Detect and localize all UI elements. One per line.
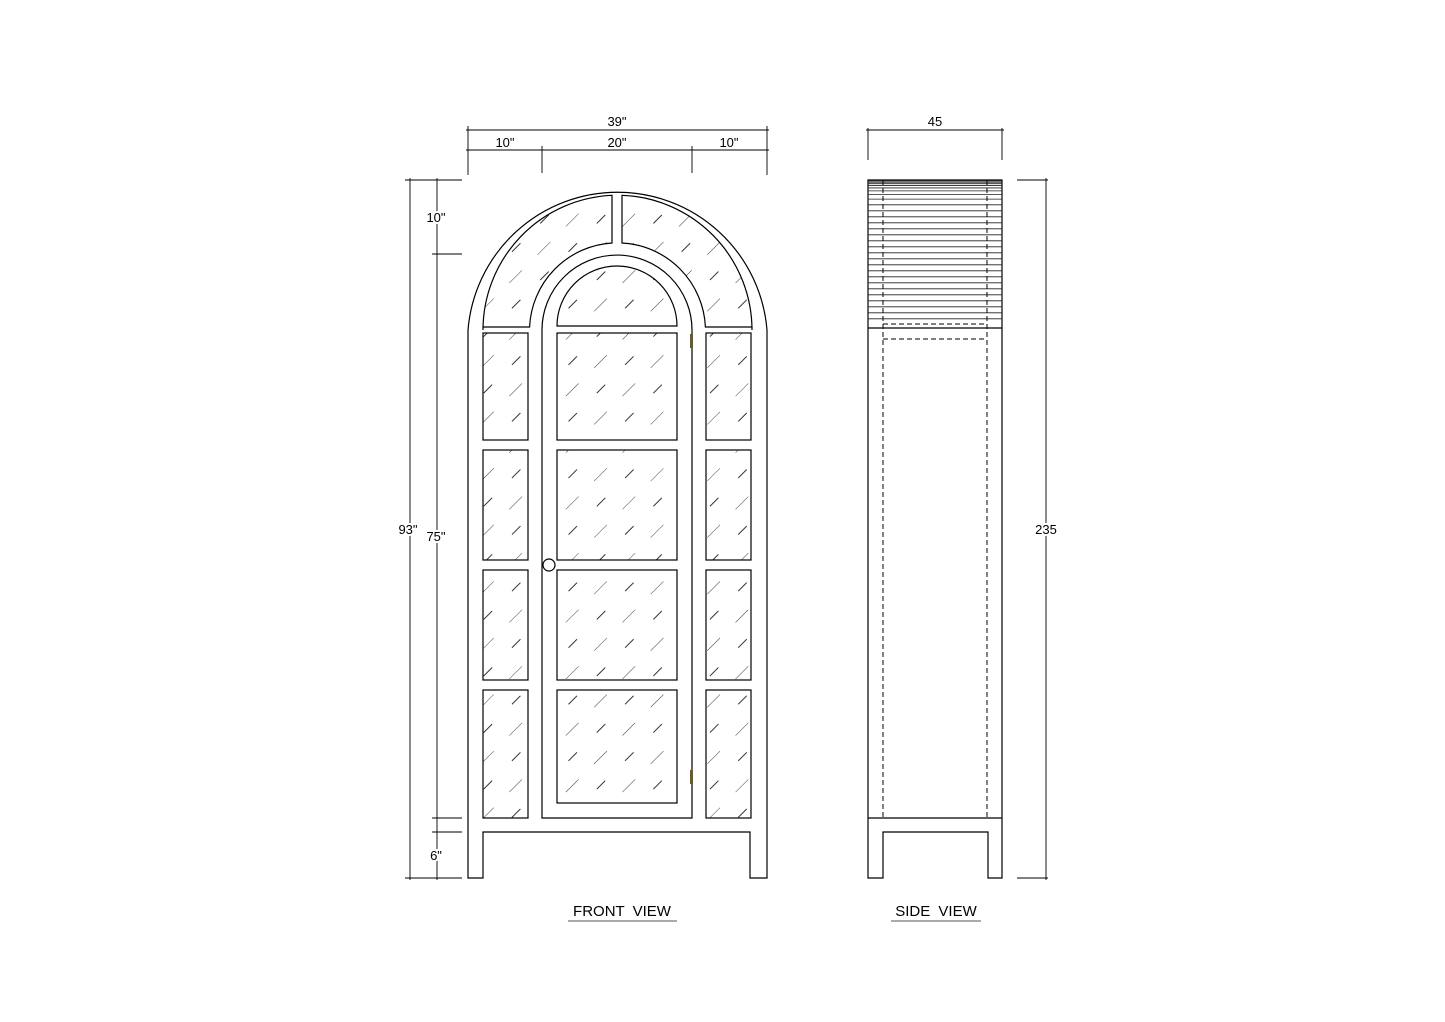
height-dimension-lines xyxy=(405,178,462,880)
dim-overall-height: 93" xyxy=(398,522,417,537)
dim-right-section: 10" xyxy=(719,135,738,150)
dim-leg-height: 6" xyxy=(430,848,442,863)
hidden-lines xyxy=(882,180,988,818)
dim-body-height: 75" xyxy=(426,529,445,544)
door-panes xyxy=(556,332,678,804)
front-view: 39" 10" 20" 10" 93" 10" 75" 6" FRONT VIE… xyxy=(396,114,769,922)
door-arch-glass xyxy=(556,265,678,327)
dim-center-section: 20" xyxy=(607,135,626,150)
fanlight-right xyxy=(621,194,753,331)
side-view-title: SIDE VIEW xyxy=(895,903,977,920)
dim-side-height: 235 xyxy=(1035,522,1057,537)
dim-arch-height: 10" xyxy=(426,210,445,225)
side-view: 45 235 SIDE VIEW xyxy=(866,114,1059,922)
dim-depth: 45 xyxy=(928,114,942,129)
front-view-title: FRONT VIEW xyxy=(573,903,672,920)
dim-overall-width: 39" xyxy=(607,114,626,129)
outer-frame xyxy=(467,191,768,879)
width-dimension-lines xyxy=(466,126,769,175)
side-panes xyxy=(482,332,752,819)
hinge-bottom xyxy=(690,770,693,784)
glass-hatching xyxy=(483,195,752,818)
dim-left-section: 10" xyxy=(495,135,514,150)
side-outline xyxy=(867,179,1003,879)
hinge-top xyxy=(690,334,693,348)
slat-lines xyxy=(868,180,1002,320)
side-dimension-lines xyxy=(866,128,1048,880)
fanlight-left xyxy=(482,194,613,331)
door-frame xyxy=(541,254,693,819)
door-knob xyxy=(542,558,556,572)
